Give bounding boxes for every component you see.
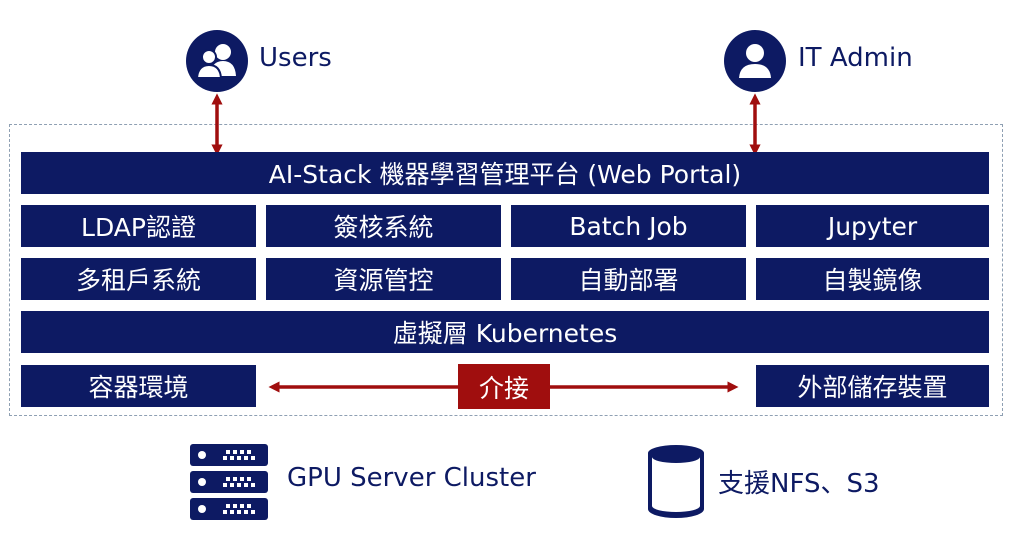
module-custom-image: 自製鏡像 (756, 258, 989, 300)
users-label: Users (259, 43, 332, 73)
connector-label: 介接 (458, 364, 550, 409)
module-ldap: LDAP認證 (21, 205, 256, 247)
module-batch-job: Batch Job (511, 205, 746, 247)
external-storage-box: 外部儲存裝置 (756, 365, 989, 407)
admin-label: IT Admin (798, 43, 913, 73)
module-auto-deploy: 自動部署 (511, 258, 746, 300)
platform-frame (9, 124, 1003, 416)
container-env-box: 容器環境 (21, 365, 256, 407)
server-rack-icon (190, 444, 268, 520)
gpu-cluster-label: GPU Server Cluster (287, 463, 536, 493)
module-resource-control: 資源管控 (266, 258, 501, 300)
storage-support-label: 支援NFS、S3 (718, 469, 880, 499)
admin-user-icon (724, 30, 786, 92)
database-cylinder-icon (648, 445, 704, 518)
virtualization-layer-bar: 虛擬層 Kubernetes (21, 311, 989, 353)
module-approval: 簽核系統 (266, 205, 501, 247)
users-icon (186, 30, 248, 92)
module-jupyter: Jupyter (756, 205, 989, 247)
web-portal-bar: AI-Stack 機器學習管理平台 (Web Portal) (21, 152, 989, 194)
module-multi-tenant: 多租戶系統 (21, 258, 256, 300)
